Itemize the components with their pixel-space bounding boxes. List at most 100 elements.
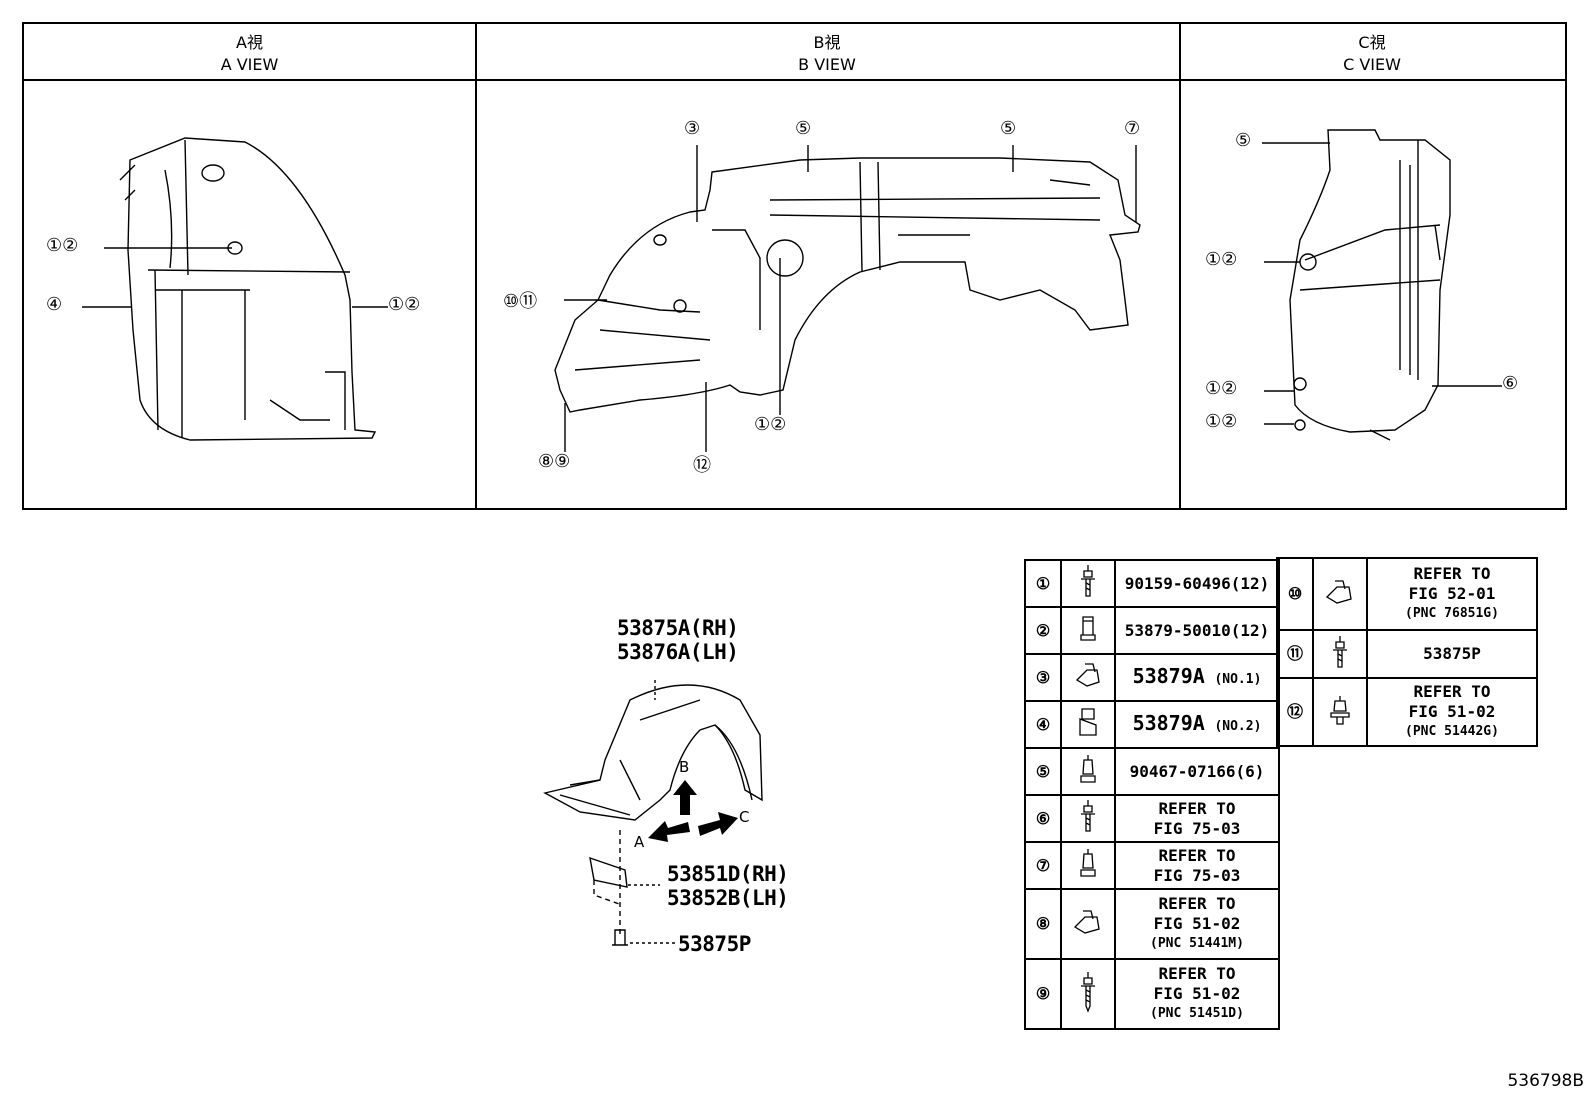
callout-b-5b: ⑤ <box>1000 118 1017 139</box>
legend-line: FIG 51-02 <box>1153 984 1241 1003</box>
rivet-icon <box>1060 747 1116 796</box>
callout-a-1-2: ①② <box>46 235 79 256</box>
legend-number: ⑪ <box>1276 629 1314 679</box>
legend-line: REFER TO <box>1158 798 1236 818</box>
legend-line: (PNC 51451D) <box>1150 1006 1244 1021</box>
legend-part: 90159-60496(12) <box>1114 559 1280 608</box>
legend-table-right: ⑩ REFER TO FIG 52-01 (PNC 76851G) ⑪ 53875P… <box>1276 557 1538 747</box>
view-a-jp: A視 <box>236 33 263 52</box>
callout-b-12: ⑫ <box>693 455 711 476</box>
divider <box>475 24 477 508</box>
legend-number: ③ <box>1024 653 1062 702</box>
callout-c-1-2c: ①② <box>1205 411 1238 432</box>
callout-b-1-2: ①② <box>754 414 787 435</box>
legend-number: ⑦ <box>1024 841 1062 890</box>
callout-c-5: ⑤ <box>1235 130 1252 151</box>
callout-c-6: ⑥ <box>1502 373 1519 394</box>
legend-part-number: 53879A <box>1132 663 1205 688</box>
view-c-header: C視 C VIEW <box>1179 24 1565 81</box>
clip2-icon <box>1060 700 1116 749</box>
legend-row: ⑪ 53875P <box>1276 629 1538 679</box>
clip-icon <box>1060 653 1116 702</box>
callout-b-5a: ⑤ <box>795 118 812 139</box>
legend-row: ④ 53879A (NO.2) <box>1024 700 1280 749</box>
pn-screw: 53875P <box>678 932 751 956</box>
callout-c-1-2a: ①② <box>1205 249 1238 270</box>
rivet-icon <box>1060 841 1116 890</box>
legend-line: REFER TO <box>1158 894 1236 913</box>
legend-table-left: ① 90159-60496(12) ② 53879-50010(12) ③ 53… <box>1024 559 1280 1030</box>
view-c-jp: C視 <box>1358 33 1386 52</box>
rivet-icon <box>1312 677 1368 747</box>
callout-a-1-2-right: ①② <box>388 294 421 315</box>
legend-line: (PNC 76851G) <box>1405 606 1499 621</box>
view-a-header: A視 A VIEW <box>24 24 475 81</box>
legend-part: 53879A (NO.1) <box>1114 653 1280 702</box>
legend-line: (PNC 51442G) <box>1405 724 1499 739</box>
callout-b-8-9: ⑧⑨ <box>538 451 571 472</box>
view-b-header: B視 B VIEW <box>475 24 1179 81</box>
legend-number: ⑫ <box>1276 677 1314 747</box>
pn-seal-lh: 53852B(LH) <box>667 886 789 910</box>
legend-line: FIG 52-01 <box>1408 584 1496 603</box>
legend-number: ④ <box>1024 700 1062 749</box>
legend-part-number: 53879A <box>1132 710 1205 735</box>
callout-b-10-11: ⑩⑪ <box>503 291 538 312</box>
arrow-a-label: A <box>634 833 645 851</box>
legend-row: ② 53879-50010(12) <box>1024 606 1280 655</box>
callout-c-1-2b: ①② <box>1205 378 1238 399</box>
callout-b-7: ⑦ <box>1124 118 1141 139</box>
view-b-en: B VIEW <box>798 55 856 74</box>
bolt-icon <box>1060 559 1116 608</box>
legend-part-sub: (NO.1) <box>1214 671 1262 687</box>
legend-line: FIG 75-03 <box>1153 818 1241 838</box>
screw-icon <box>1060 958 1116 1030</box>
legend-row: ③ 53879A (NO.1) <box>1024 653 1280 702</box>
legend-line: REFER TO <box>1158 964 1236 983</box>
legend-part: 53875P <box>1366 629 1538 679</box>
arrow-b-label: B <box>679 758 690 776</box>
nut-icon <box>1060 606 1116 655</box>
legend-number: ⑨ <box>1024 958 1062 1030</box>
legend-row: ① 90159-60496(12) <box>1024 559 1280 608</box>
legend-number: ⑤ <box>1024 747 1062 796</box>
bolt-icon <box>1060 794 1116 843</box>
legend-line: REFER TO <box>1413 682 1491 701</box>
view-a-en: A VIEW <box>220 55 279 74</box>
legend-part: 53879A (NO.2) <box>1114 700 1280 749</box>
legend-line: FIG 51-02 <box>1153 914 1241 933</box>
pn-liner-rh: 53875A(RH) <box>617 616 739 640</box>
legend-line: FIG 75-03 <box>1153 865 1241 885</box>
legend-part-sub: (NO.2) <box>1214 718 1262 734</box>
legend-part: 53879-50010(12) <box>1114 606 1280 655</box>
callout-a-4: ④ <box>46 294 63 315</box>
clip-icon <box>1060 888 1116 960</box>
document-id: 536798B <box>1507 1071 1584 1091</box>
pn-liner-lh: 53876A(LH) <box>617 640 739 664</box>
view-c-en: C VIEW <box>1343 55 1401 74</box>
pn-seal-rh: 53851D(RH) <box>667 862 789 886</box>
legend-number: ⑩ <box>1276 557 1314 631</box>
legend-row: ⑤ 90467-07166(6) <box>1024 747 1280 796</box>
legend-line: FIG 51-02 <box>1408 702 1496 721</box>
clip-icon <box>1312 557 1368 631</box>
view-b-jp: B視 <box>813 33 841 52</box>
legend-line: REFER TO <box>1158 845 1236 865</box>
legend-number: ① <box>1024 559 1062 608</box>
callout-b-3: ③ <box>684 118 701 139</box>
bolt-icon <box>1312 629 1368 679</box>
divider <box>1179 24 1181 508</box>
legend-line: (PNC 51441M) <box>1150 936 1244 951</box>
legend-number: ② <box>1024 606 1062 655</box>
